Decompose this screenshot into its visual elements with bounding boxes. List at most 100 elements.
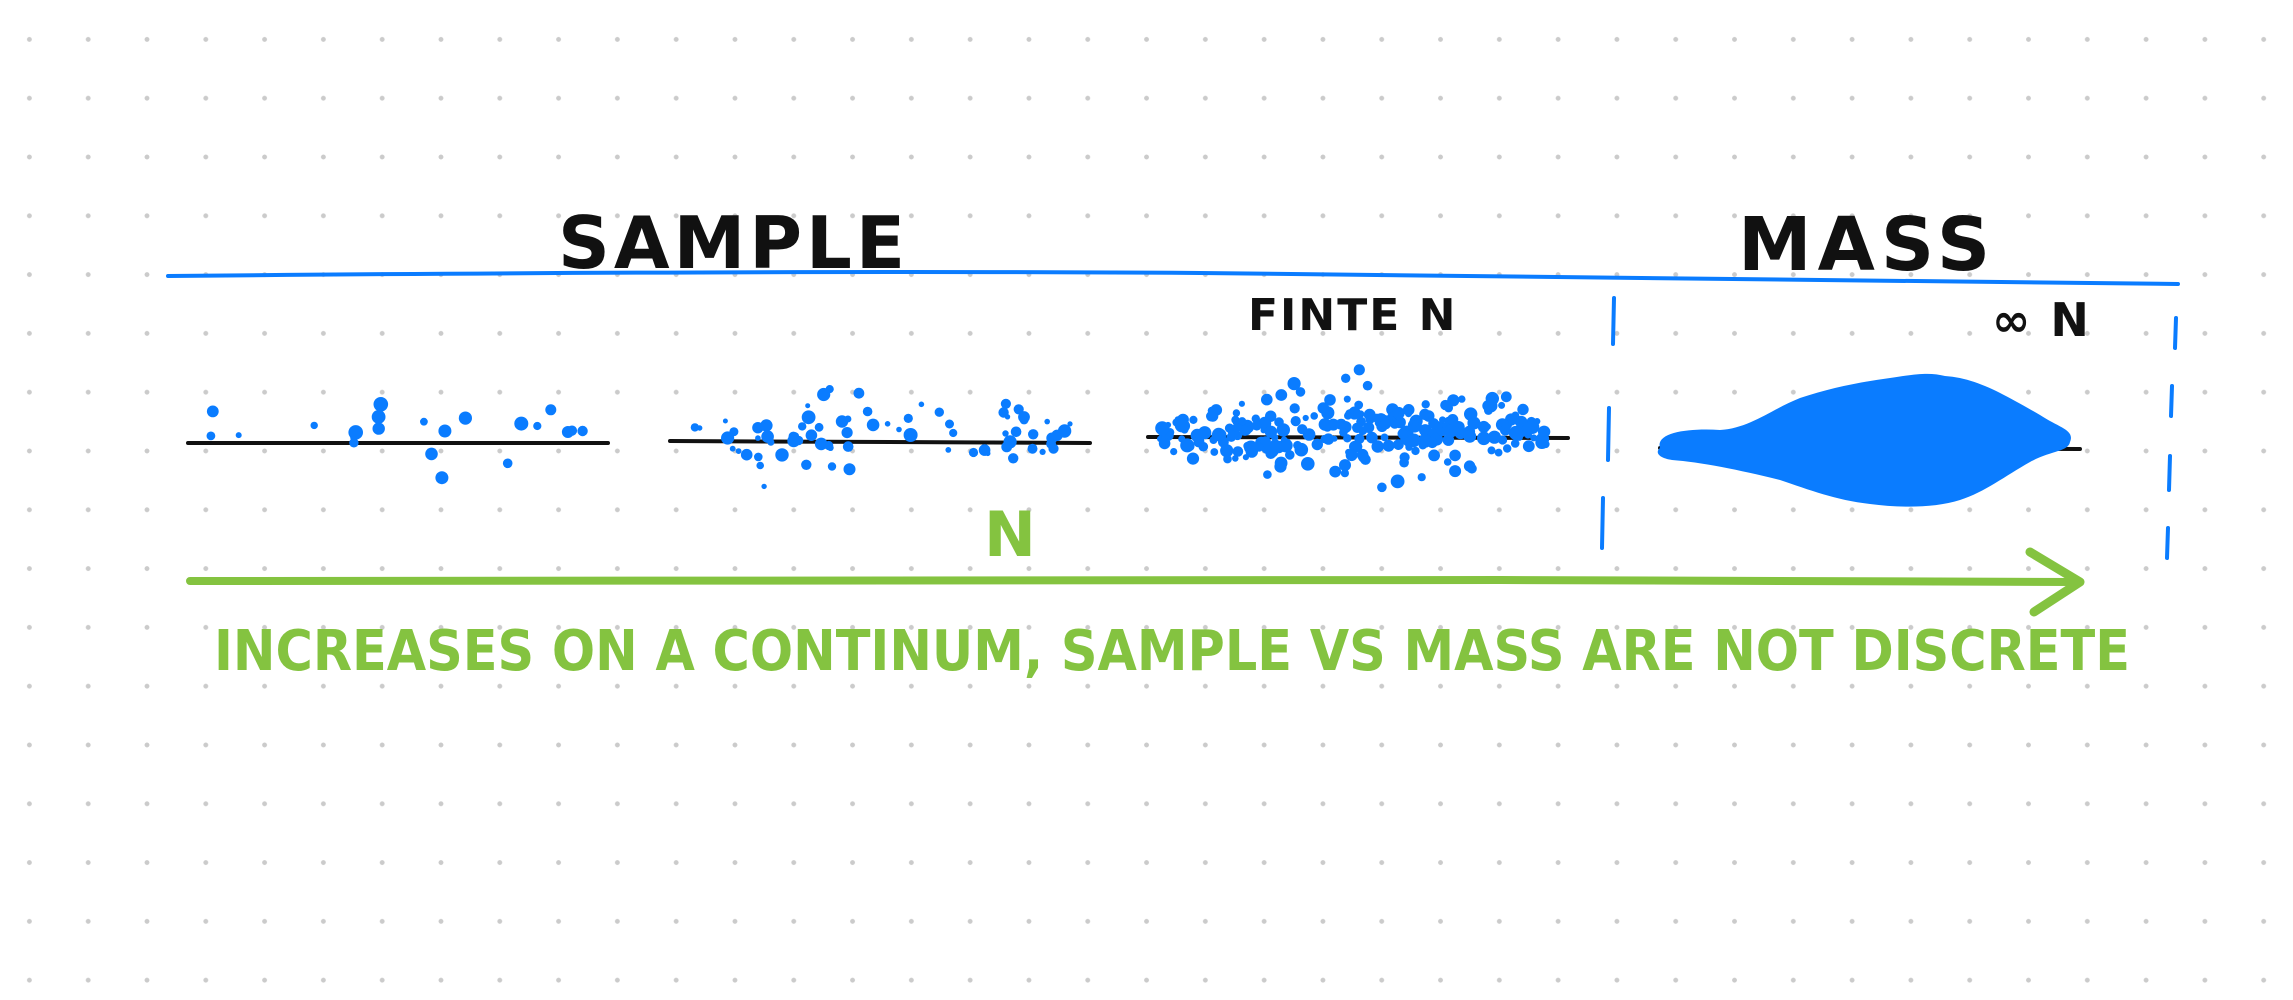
sample-dot — [985, 450, 991, 457]
sample-dot — [1444, 403, 1453, 413]
right-edge-separator — [2165, 316, 2178, 560]
sample-dot — [1186, 452, 1200, 465]
sample-dot — [1535, 435, 1549, 449]
sample-dot — [722, 418, 728, 424]
sample-dot — [1397, 428, 1408, 439]
sample-dot — [1242, 454, 1249, 461]
sample-dot — [1343, 395, 1351, 403]
sample-dot — [801, 459, 812, 470]
sample-dot — [206, 405, 219, 418]
sample-dot — [805, 429, 818, 442]
sample-dot — [1366, 431, 1378, 444]
sample-dot — [1051, 429, 1063, 441]
sample-dot — [884, 421, 891, 427]
sample-dot — [1371, 440, 1384, 453]
sample-dot — [1517, 403, 1529, 416]
sample-dot — [1295, 387, 1306, 397]
sample-dot — [1232, 423, 1242, 432]
sample-dot — [1308, 431, 1316, 439]
sample-dot — [1198, 426, 1212, 440]
sample-dot — [1340, 469, 1349, 478]
sample-dot — [1426, 437, 1438, 449]
sample-dot — [1511, 411, 1520, 420]
sample-dot — [438, 424, 452, 438]
sample-dot — [349, 438, 359, 448]
sample-dot — [697, 425, 703, 431]
sample-dot — [1243, 441, 1252, 450]
sample-dot — [1001, 441, 1013, 453]
sample-dot — [1210, 448, 1219, 456]
sample-dot — [1377, 482, 1387, 493]
sample-dot — [1261, 393, 1273, 406]
sample-dot — [1002, 430, 1009, 437]
finite-n-sample-dots — [1155, 364, 1551, 493]
sample-dot — [1228, 429, 1235, 437]
sample-dot — [801, 410, 816, 425]
sample-dot — [844, 415, 852, 423]
sample-dot — [372, 422, 385, 435]
sample-dot — [1358, 426, 1368, 436]
sample-dot — [514, 416, 529, 431]
sample-dot — [968, 447, 979, 458]
continuum-caption: INCREASES ON A CONTINUM, SAMPLE VS MASS … — [214, 619, 2130, 684]
sample-dot — [1500, 391, 1512, 403]
sample-dot — [1360, 454, 1371, 465]
sample-dot — [577, 425, 588, 437]
sample-dot — [1155, 421, 1170, 436]
sample-dot — [1362, 380, 1373, 391]
sample-dot — [945, 447, 952, 453]
sample-dot — [1522, 422, 1535, 435]
infinite-n-label: ∞ N — [1992, 293, 2091, 347]
sparse-sample-dots — [206, 397, 588, 485]
sample-dot — [1269, 439, 1281, 450]
sample-dot — [755, 435, 761, 441]
sample-dot — [1322, 433, 1335, 445]
sample-dot — [729, 445, 736, 452]
sample-dot — [1263, 470, 1272, 479]
sample-dot — [814, 422, 824, 432]
sample-dot — [1498, 435, 1508, 445]
sample-dot — [435, 471, 449, 485]
sample-dot — [945, 419, 954, 429]
sample-dot — [1522, 440, 1535, 453]
n-label: N — [984, 498, 1036, 571]
sample-dot — [949, 428, 958, 438]
sample-dot — [1039, 448, 1046, 455]
sample-dot — [1412, 420, 1419, 427]
sample-dot — [1346, 450, 1355, 458]
sample-dot — [1044, 418, 1050, 425]
sample-dot — [1274, 460, 1287, 473]
sample-dot — [905, 414, 912, 421]
sample-dot — [1363, 408, 1376, 421]
sample-dot — [1301, 457, 1315, 471]
sample-dot — [1260, 436, 1271, 447]
sample-dot — [1223, 454, 1232, 464]
sample-dot — [425, 447, 438, 461]
sample-dot — [827, 462, 837, 471]
sample-dot — [458, 411, 472, 425]
sample-dot — [1321, 406, 1335, 420]
sample-dot — [1411, 446, 1420, 456]
sample-dot — [1353, 364, 1365, 376]
sample-dot — [1380, 418, 1391, 430]
sample-dot — [371, 410, 386, 424]
sample-dot — [760, 419, 773, 432]
sample-dot — [1390, 474, 1405, 489]
sample-dot — [1302, 414, 1309, 422]
sample-dot — [1232, 446, 1244, 457]
sample-dot — [1510, 439, 1520, 448]
sample-dot — [1275, 389, 1288, 401]
sample-dot — [1389, 419, 1400, 429]
sample-dot — [1508, 425, 1523, 440]
sample-dot — [862, 406, 873, 417]
sample-dot — [824, 440, 834, 451]
sample-dot — [1010, 426, 1022, 438]
sample-dot — [756, 461, 764, 470]
sample-dot — [1027, 443, 1038, 454]
sample-dot — [1277, 425, 1287, 435]
mass-distribution-blob — [1657, 373, 2071, 507]
sample-dot — [1399, 452, 1410, 463]
sample-dot — [1311, 438, 1324, 451]
sample-dot — [1232, 455, 1239, 462]
sample-dot — [1008, 453, 1019, 464]
